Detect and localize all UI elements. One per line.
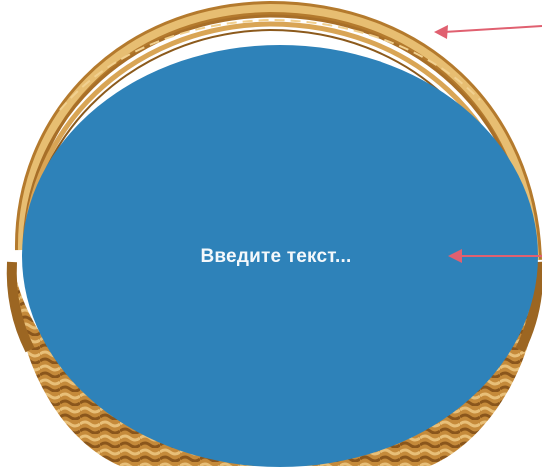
arrow-left-icon [432,20,542,44]
shape-placeholder-text[interactable]: Введите текст... [201,246,352,268]
arrow-left-icon [446,246,542,266]
